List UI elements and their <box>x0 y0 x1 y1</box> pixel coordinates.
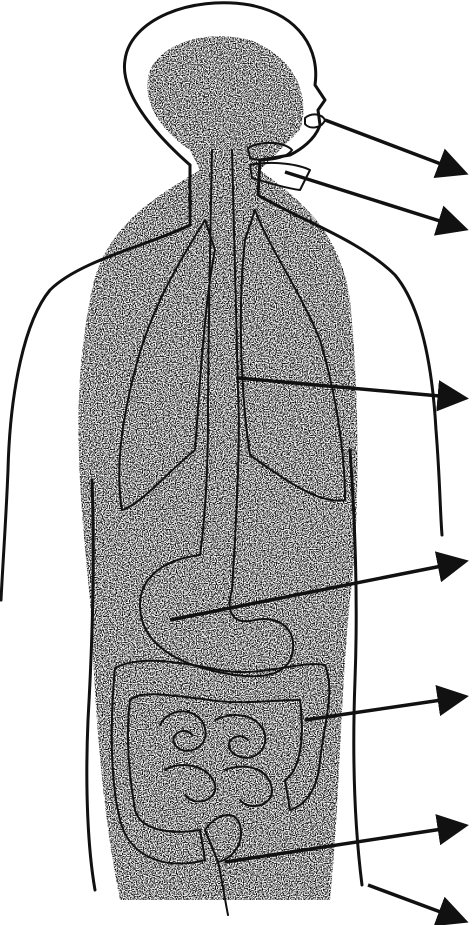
pointer-mouth <box>325 120 462 172</box>
mouth <box>305 114 325 127</box>
pointer-anus <box>368 885 462 920</box>
